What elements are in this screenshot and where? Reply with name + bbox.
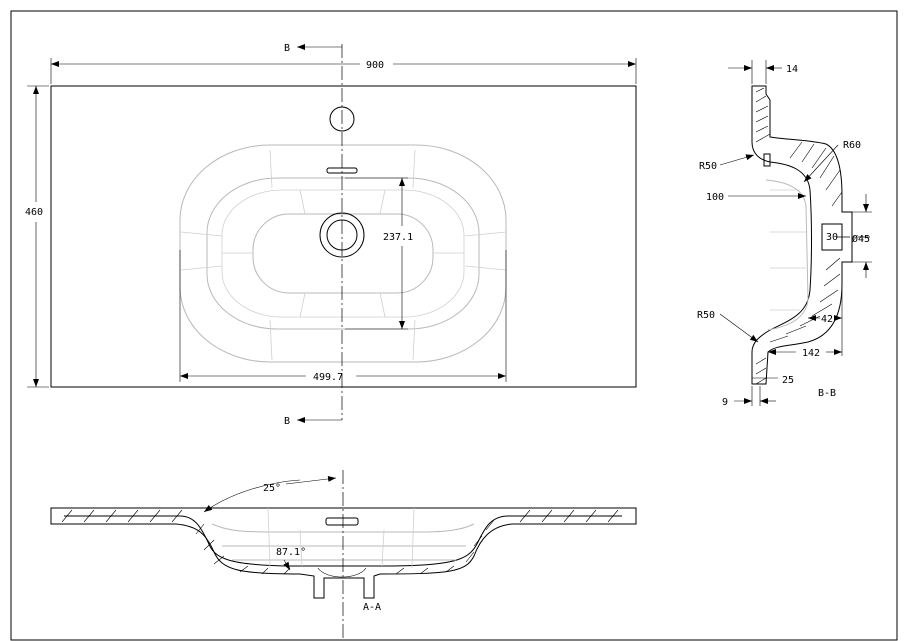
angle-label: 25°: [263, 483, 281, 494]
dim-100: 100: [706, 192, 724, 203]
dim-9: 9: [722, 397, 728, 408]
plan-view: B B 900 460 499.7 237.1: [25, 43, 637, 427]
dim-width: 900: [366, 60, 384, 71]
section-aa-overflow: [325, 517, 359, 526]
basin-inner-rim: [221, 189, 465, 318]
dim-142: 142: [802, 348, 820, 359]
section-marker-top: B: [284, 43, 290, 54]
dim-top-thickness: 14: [786, 64, 798, 75]
section-bb-overflow: [763, 153, 771, 167]
dim-r50-upper: R50: [699, 161, 717, 172]
basin-grid-lines: [180, 149, 507, 361]
basin-middle-rim: [206, 177, 480, 330]
dim-basin-depth: 237.1: [383, 232, 413, 243]
countertop-outline: [50, 85, 637, 388]
section-bb: 14 R50 R60 100 30 Ø45 R50 42 142 25: [697, 60, 872, 408]
dim-25: 25: [782, 375, 794, 386]
dim-diameter: Ø45: [852, 233, 870, 245]
section-aa-outline: [50, 507, 637, 599]
drawing-border: [10, 10, 898, 641]
section-bb-hatch: [755, 87, 843, 385]
dim-r50-lower: R50: [697, 310, 715, 321]
section-marker-bottom: B: [284, 416, 290, 427]
basin-bottom: [252, 213, 434, 294]
section-bb-basin-ghost: [765, 179, 809, 331]
dim-basin-width: 499.7: [313, 372, 343, 383]
dim-height: 460: [25, 207, 43, 218]
section-aa-label: A-A: [363, 602, 381, 613]
inner-angle-label: 87.1°: [276, 547, 306, 558]
dim-30: 30: [826, 232, 838, 243]
drain-outer: [319, 212, 365, 258]
dim-42: 42: [821, 314, 833, 325]
section-bb-label: B-B: [818, 388, 836, 399]
section-aa-hatch: [61, 509, 619, 575]
dim-r60: R60: [843, 140, 861, 151]
section-aa: 25° 87.1° A-A: [50, 470, 637, 640]
